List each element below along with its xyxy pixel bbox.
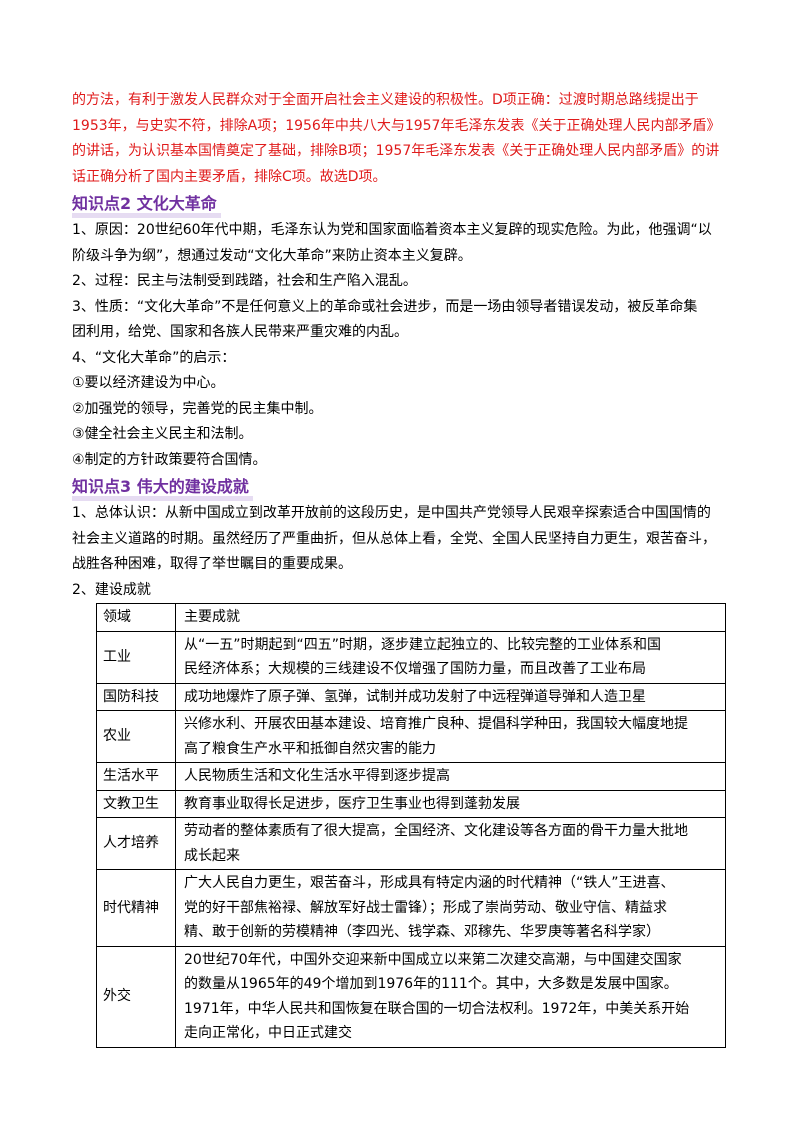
text-line: 社会主义道路的时期。虽然经历了严重曲折，但从总体上看，全党、全国人民坚持自力更生… [72, 530, 716, 547]
section-heading-cultural-revolution: 知识点2 文化大革命 [72, 190, 728, 218]
cell-text-line: 民经济体系；大规模的三线建设不仅增强了国防力量，而且改善了工业布局 [184, 661, 646, 677]
text-line: 2、过程：民主与法制受到践踏，社会和生产陷入混乱。 [72, 273, 417, 289]
text-line: 话正确分析了国内主要矛盾，排除C项。故选D项。 [72, 168, 387, 185]
achievement-cell: 从“一五”时期起到“四五”时期，逐步建立起独立的、比较完整的工业体系和国民经济体… [175, 630, 726, 684]
cell-text-line: 教育事业取得长足进步，医疗卫生事业也得到蓬勃发展 [184, 795, 520, 812]
field-cell: 生活水平 [96, 762, 176, 791]
document-page: 的方法，有利于激发人民群众对于全面开启社会主义建设的积极性。D项正确：过渡时期总… [72, 88, 728, 1048]
text-line: 的方法，有利于激发人民群众对于全面开启社会主义建设的积极性。D项正确：过渡时期总… [72, 92, 699, 108]
achievement-cell: 广大人民自力更生，艰苦奋斗，形成具有特定内涵的时代精神（“铁人”王进喜、党的好干… [175, 869, 726, 947]
text-line: 4、“文化大革命”的启示： [72, 349, 236, 366]
table-row: 国防科技成功地爆炸了原子弹、氢弹，试制并成功发射了中远程弹道导弹和人造卫星 [96, 682, 726, 711]
cell-text-line: 广大人民自力更生，艰苦奋斗，形成具有特定内涵的时代精神（“铁人”王进喜、 [184, 875, 675, 891]
text-line: ③健全社会主义民主和法制。 [72, 426, 253, 442]
table-row: 文教卫生教育事业取得长足进步，医疗卫生事业也得到蓬勃发展 [96, 789, 726, 818]
text-line: ①要以经济建设为中心。 [72, 375, 225, 391]
cell-text-line: 成长起来 [184, 847, 240, 864]
section-body-cultural-revolution: 1、原因：20世纪60年代中期，毛泽东认为党和国家面临着资本主义复辟的现实危险。… [72, 218, 728, 473]
table-row: 生活水平人民物质生活和文化生活水平得到逐步提高 [96, 762, 726, 791]
text-line: 1953年，与史实不符，排除A项；1956年中共八大与1957年毛泽东发表《关于… [72, 117, 721, 134]
achievement-cell: 教育事业取得长足进步，医疗卫生事业也得到蓬勃发展 [175, 789, 726, 818]
cell-text-line: 的数量从1965年的49个增加到1976年的111个。其中，大多数是发展中国家。 [184, 976, 678, 992]
cell-text-line: 党的好干部焦裕禄、解放军好战士雷锋）；形成了崇尚劳动、敬业守信、精益求 [184, 899, 667, 916]
table-header-row: 领域 主要成就 [96, 603, 726, 632]
field-cell: 人才培养 [96, 817, 176, 870]
text-line: 3、性质：“文化大革命”不是任何意义上的革命或社会进步，而是一场由领导者错误发动… [72, 298, 698, 315]
section-title: 知识点2 文化大革命 [72, 190, 221, 218]
achievement-cell: 人民物质生活和文化生活水平得到逐步提高 [175, 762, 726, 791]
text-line: 的讲话，为认识基本国情奠定了基础，排除B项；1957年毛泽东发表《关于正确处理人… [72, 143, 720, 159]
cell-text-line: 兴修水利、开展农田基本建设、培育推广良种、提倡科学种田，我国较大幅度地提 [184, 716, 688, 732]
field-cell: 工业 [96, 630, 176, 684]
cell-text-line: 精、敢于创新的劳模精神（李四光、钱学森、邓稼先、华罗庚等著名科学家） [184, 924, 660, 940]
achievement-cell: 成功地爆炸了原子弹、氢弹，试制并成功发射了中远程弹道导弹和人造卫星 [175, 682, 726, 711]
answer-explanation: 的方法，有利于激发人民群众对于全面开启社会主义建设的积极性。D项正确：过渡时期总… [72, 88, 728, 190]
cell-text-line: 劳动者的整体素质有了很大提高，全国经济、文化建设等各方面的骨干力量大批地 [184, 823, 688, 839]
table-row: 农业兴修水利、开展农田基本建设、培育推广良种、提倡科学种田，我国较大幅度地提高了… [96, 710, 726, 763]
cell-text-line: 1971年，中华人民共和国恢复在联合国的一切合法权利。1972年，中美关系开始 [184, 1000, 690, 1017]
table-row: 时代精神广大人民自力更生，艰苦奋斗，形成具有特定内涵的时代精神（“铁人”王进喜、… [96, 869, 726, 947]
text-line: 阶级斗争为纲”，想通过发动“文化大革命”来防止资本主义复辟。 [72, 247, 472, 264]
cell-text-line: 高了粮食生产水平和抵御自然灾害的能力 [184, 740, 436, 757]
achievement-cell: 20世纪70年代，中国外交迎来新中国成立以来第二次建交高潮，与中国建交国家的数量… [175, 945, 726, 1048]
text-line: 1、原因：20世纪60年代中期，毛泽东认为党和国家面临着资本主义复辟的现实危险。… [72, 222, 712, 238]
section-body-construction-achievements: 1、总体认识：从新中国成立到改革开放前的这段历史，是中国共产党领导人民艰辛探索适… [72, 501, 728, 603]
achievements-table: 领域 主要成就 工业从“一五”时期起到“四五”时期，逐步建立起独立的、比较完整的… [96, 603, 726, 1048]
cell-text-line: 20世纪70年代，中国外交迎来新中国成立以来第二次建交高潮，与中国建交国家 [184, 951, 682, 968]
cell-text-line: 人民物质生活和文化生活水平得到逐步提高 [184, 768, 450, 784]
text-line: ②加强党的领导，完善党的民主集中制。 [72, 400, 323, 417]
field-cell: 时代精神 [96, 869, 176, 947]
section-heading-construction-achievements: 知识点3 伟大的建设成就 [72, 473, 728, 501]
field-cell: 农业 [96, 710, 176, 763]
table-row: 人才培养劳动者的整体素质有了很大提高，全国经济、文化建设等各方面的骨干力量大批地… [96, 817, 726, 870]
text-line: 2、建设成就 [72, 581, 151, 598]
cell-text-line: 走向正常化，中日正式建交 [184, 1025, 352, 1041]
field-cell: 国防科技 [96, 682, 176, 711]
text-line: 战胜各种困难，取得了举世瞩目的重要成果。 [72, 556, 352, 572]
cell-text-line: 成功地爆炸了原子弹、氢弹，试制并成功发射了中远程弹道导弹和人造卫星 [184, 688, 646, 705]
table-header-cell: 主要成就 [175, 603, 726, 632]
text-line: 团利用，给党、国家和各族人民带来严重灾难的内乱。 [72, 324, 408, 340]
table-header-cell: 领域 [96, 603, 176, 632]
field-cell: 外交 [96, 945, 176, 1048]
section-title: 知识点3 伟大的建设成就 [72, 473, 253, 501]
cell-text-line: 从“一五”时期起到“四五”时期，逐步建立起独立的、比较完整的工业体系和国 [184, 636, 662, 653]
text-line: 1、总体认识：从新中国成立到改革开放前的这段历史，是中国共产党领导人民艰辛探索适… [72, 505, 711, 521]
field-cell: 文教卫生 [96, 789, 176, 818]
text-line: ④制定的方针政策要符合国情。 [72, 451, 267, 468]
achievement-cell: 兴修水利、开展农田基本建设、培育推广良种、提倡科学种田，我国较大幅度地提高了粮食… [175, 710, 726, 763]
table-row: 工业从“一五”时期起到“四五”时期，逐步建立起独立的、比较完整的工业体系和国民经… [96, 630, 726, 684]
achievement-cell: 劳动者的整体素质有了很大提高，全国经济、文化建设等各方面的骨干力量大批地成长起来 [175, 817, 726, 870]
